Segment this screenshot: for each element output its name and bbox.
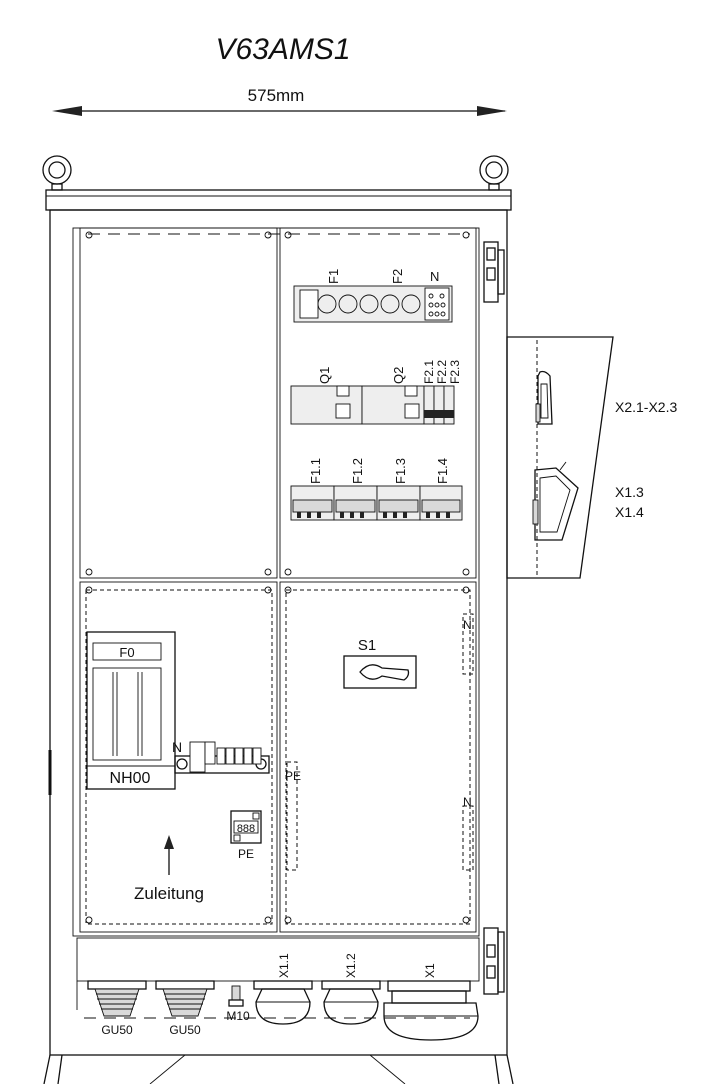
label-f1-2: F1.2 [350, 458, 365, 484]
label-x1: X1 [423, 963, 437, 978]
neutral-terminal-bar [174, 741, 270, 774]
fuse-block-f1-f2 [293, 285, 453, 323]
label-x1-4: X1.4 [615, 504, 644, 520]
label-f1: F1 [326, 269, 341, 284]
label-f1-3: F1.3 [393, 458, 408, 484]
lower-right-compartment [279, 581, 477, 933]
arrow-up-icon [164, 835, 174, 875]
m10-bolt [228, 985, 244, 1007]
label-gu50-a: GU50 [101, 1023, 133, 1037]
label-x1-3: X1.3 [615, 484, 644, 500]
cable-gland-icon [155, 980, 215, 1017]
width-dimension-label: 575mm [248, 86, 305, 105]
label-f1-1: F1.1 [308, 458, 323, 484]
label-f2-2: F2.2 [435, 360, 449, 384]
svg-text:888: 888 [237, 823, 255, 835]
label-pe-rail: PE [285, 769, 301, 783]
nh00-fuse-switch [86, 631, 176, 790]
socket-icon [532, 461, 579, 541]
label-x1-2: X1.2 [344, 953, 358, 978]
drawing-title: V63AMS1 [215, 33, 350, 66]
label-m10: M10 [226, 1009, 250, 1023]
label-f2-1: F2.1 [422, 360, 436, 384]
label-zuleitung: Zuleitung [134, 884, 204, 903]
hinge-icon [483, 241, 505, 303]
label-n-top: N [430, 269, 439, 284]
socket-icon [535, 370, 553, 425]
pe-terminal: 888 [230, 810, 262, 844]
cable-gland-icon [87, 980, 147, 1017]
label-n-rail-1: N [463, 618, 472, 632]
label-nh00: NH00 [110, 770, 151, 787]
socket-icon [321, 980, 381, 1025]
lower-left-compartment [79, 581, 278, 933]
breaker-row-q [290, 385, 455, 425]
label-n-bar: N [172, 739, 182, 755]
cabinet-body [49, 209, 508, 1056]
hinge-icon [483, 927, 505, 995]
label-x1-1: X1.1 [277, 953, 291, 978]
rotary-switch-icon [343, 655, 417, 689]
side-socket-housing [506, 336, 614, 579]
label-f2-3: F2.3 [448, 360, 462, 384]
label-x2-1-x2-3: X2.1-X2.3 [615, 399, 677, 415]
cabinet-base [43, 1054, 514, 1084]
label-q2: Q2 [391, 367, 406, 384]
label-pe-terminal: PE [238, 847, 254, 861]
label-n-rail-2: N [463, 795, 472, 809]
label-f1-4: F1.4 [435, 458, 450, 484]
width-dimension: 575mm [52, 86, 507, 116]
breaker-row-f1 [290, 485, 463, 521]
label-f2: F2 [390, 269, 405, 284]
cabinet-roof [45, 189, 512, 211]
label-q1: Q1 [317, 367, 332, 384]
label-s1: S1 [358, 637, 376, 654]
upper-right-panel [279, 227, 477, 579]
socket-icon [383, 980, 479, 1041]
lifting-eye-icon [479, 155, 509, 191]
label-gu50-b: GU50 [169, 1023, 201, 1037]
socket-icon [253, 980, 313, 1025]
lifting-eye-icon [42, 155, 72, 191]
label-f0: F0 [119, 645, 134, 660]
upper-left-cover [79, 227, 278, 579]
